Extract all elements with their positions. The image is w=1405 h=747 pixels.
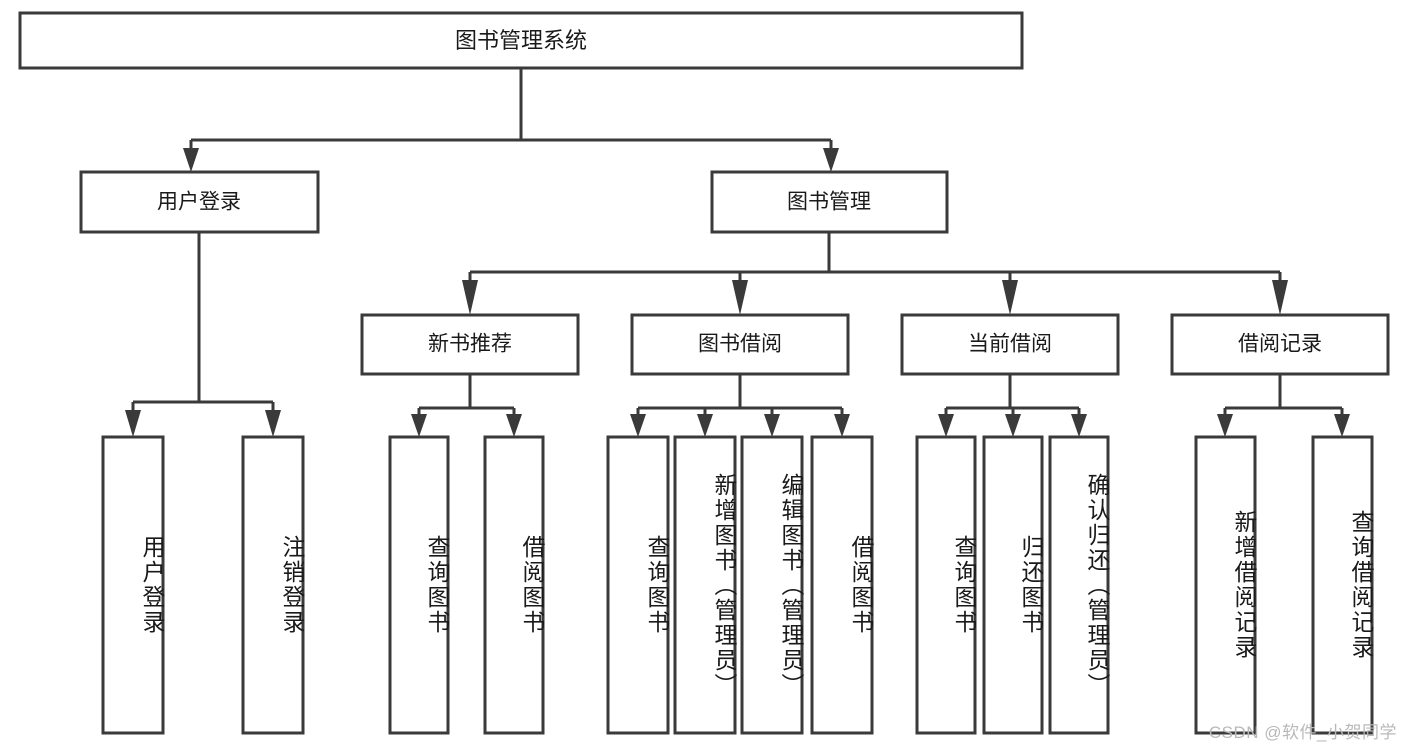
- connector-user-login-to-leaves: [125, 232, 281, 437]
- arrow-head-icon: [764, 414, 780, 437]
- node-new-book-recommend-box[interactable]: [360, 313, 580, 376]
- node-root[interactable]: 图书管理系统: [18, 11, 1024, 70]
- leaf-box-return-book[interactable]: [982, 435, 1044, 735]
- arrow-head-icon: [1071, 414, 1087, 437]
- node-user-login-label: 用户登录: [157, 191, 241, 214]
- leaf-box-query-book-1[interactable]: [388, 435, 450, 735]
- arrow-head-icon: [411, 414, 427, 437]
- leaf-box-borrow-book-2[interactable]: [810, 435, 874, 735]
- arrow-head-icon: [1002, 280, 1018, 315]
- arrow-head-icon: [506, 414, 522, 437]
- node-borrow-record[interactable]: 借阅记录: [1170, 313, 1390, 376]
- arrow-head-icon: [834, 414, 850, 437]
- arrow-head-icon: [1217, 414, 1233, 437]
- arrow-head-icon: [697, 414, 713, 437]
- node-current-borrow-label: 当前借阅: [968, 333, 1052, 356]
- arrow-head-icon: [462, 280, 478, 315]
- node-book-borrow[interactable]: 图书借阅: [630, 313, 850, 376]
- connector-book-borrow-to-leaves: [630, 374, 850, 437]
- leaf-box-edit-book[interactable]: [740, 435, 804, 735]
- arrow-head-icon: [732, 280, 748, 315]
- leaf-box-add-book[interactable]: [673, 435, 737, 735]
- arrow-head-icon: [823, 148, 839, 172]
- connector-current-borrow-to-leaves: [938, 374, 1087, 437]
- arrow-head-icon: [1272, 280, 1288, 315]
- leaf-box-logout[interactable]: [241, 435, 305, 735]
- arrow-head-icon: [183, 148, 199, 172]
- node-root-label: 图书管理系统: [455, 28, 587, 53]
- node-book-borrow-label: 图书借阅: [698, 333, 782, 356]
- arrow-head-icon: [125, 410, 141, 437]
- arrow-head-icon: [1005, 414, 1021, 437]
- node-user-login-box[interactable]: [79, 170, 320, 234]
- leaf-box-query-book-2[interactable]: [606, 435, 670, 735]
- node-current-borrow[interactable]: 当前借阅: [900, 313, 1120, 376]
- node-root-box[interactable]: [18, 11, 1024, 70]
- node-new-book-recommend[interactable]: 新书推荐: [360, 313, 580, 376]
- leaf-box-confirm-return[interactable]: [1048, 435, 1110, 735]
- leaf-box-query-record[interactable]: [1311, 435, 1374, 735]
- arrow-head-icon: [1334, 414, 1350, 437]
- watermark-text: CSDN @软件_小贺同学: [1208, 723, 1397, 742]
- leaf-box-borrow-book-1[interactable]: [483, 435, 545, 735]
- connector-borrow-record-to-leaves: [1217, 374, 1350, 437]
- node-book-management[interactable]: 图书管理: [710, 170, 949, 234]
- arrow-head-icon: [938, 414, 954, 437]
- arrow-head-icon: [630, 414, 646, 437]
- node-new-book-recommend-label: 新书推荐: [428, 333, 512, 356]
- node-user-login[interactable]: 用户登录: [79, 170, 320, 234]
- connector-new-book-recommend-to-leaves: [411, 374, 522, 437]
- arrow-head-icon: [265, 410, 281, 437]
- leaf-box-query-book-3[interactable]: [915, 435, 977, 735]
- node-current-borrow-box[interactable]: [900, 313, 1120, 376]
- leaf-box-user-login[interactable]: [101, 435, 165, 735]
- node-book-management-label: 图书管理: [787, 191, 871, 214]
- connector-book-management-to-level2: [462, 232, 1288, 315]
- leaf-box-add-record[interactable]: [1194, 435, 1257, 735]
- connector-root-to-level1: [183, 68, 839, 172]
- node-borrow-record-label: 借阅记录: [1238, 333, 1322, 356]
